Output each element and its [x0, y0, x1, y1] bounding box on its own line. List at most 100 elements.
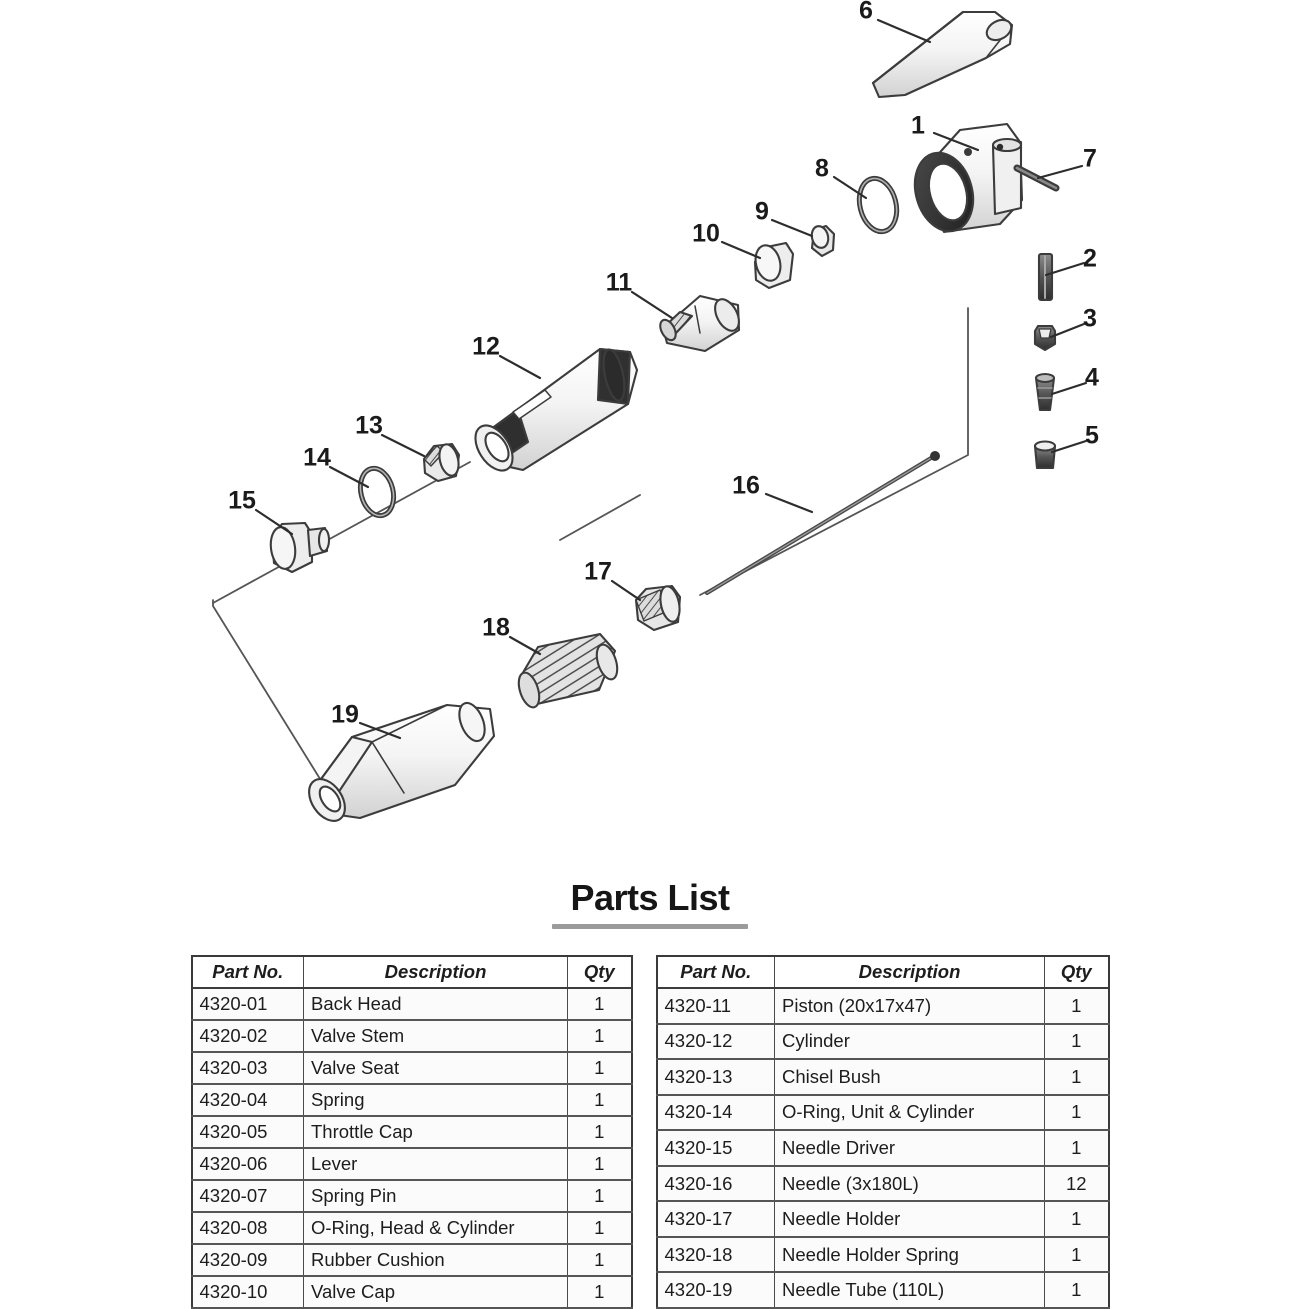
part-cylinder: [474, 347, 639, 472]
cell-description: Back Head: [303, 987, 568, 1021]
part-valve-stem: [1037, 252, 1054, 302]
callout-number-o-ring-head-cylinder: 8: [815, 155, 829, 183]
callout-number-rubber-cushion: 9: [755, 198, 769, 226]
leader-line-cylinder: [498, 354, 542, 380]
cell-description: Lever: [303, 1147, 568, 1181]
cell-qty: 1: [567, 1019, 632, 1053]
part-spring: [1034, 372, 1056, 412]
cell-description: Piston (20x17x47): [774, 987, 1045, 1025]
part-throttle-cap: [1033, 440, 1057, 470]
cell-description: Needle Tube (110L): [774, 1271, 1045, 1309]
cell-qty: 1: [567, 1083, 632, 1117]
cell-part-no: 4320-16: [656, 1165, 775, 1203]
leader-line-needle-holder: [610, 579, 642, 602]
leader-line-valve-seat: [1049, 322, 1086, 339]
part-o-ring-unit-cylinder: [357, 465, 397, 519]
col-header-description: Description: [303, 955, 568, 989]
cell-part-no: 4320-05: [191, 1115, 304, 1149]
leader-line-chisel-bush: [380, 433, 426, 458]
cell-qty: 1: [1044, 1129, 1109, 1167]
part-lever: [871, 10, 1014, 99]
part-spring-pin: [1013, 164, 1060, 192]
cell-part-no: 4320-11: [656, 987, 775, 1025]
table-header-row: Part No. Description Qty: [191, 955, 632, 989]
leader-line-back-head: [932, 131, 980, 152]
cell-qty: 12: [1044, 1165, 1109, 1203]
callout-number-spring-pin: 7: [1083, 145, 1097, 173]
cell-description: Valve Seat: [303, 1051, 568, 1085]
callout-number-cylinder: 12: [472, 333, 500, 361]
col-header-qty: Qty: [567, 955, 632, 989]
cell-description: Chisel Bush: [774, 1058, 1045, 1096]
col-header-description: Description: [774, 955, 1045, 989]
cell-description: Needle Driver: [774, 1129, 1045, 1167]
part-piston: [659, 294, 741, 353]
callout-number-needle: 16: [732, 472, 760, 500]
callout-number-piston: 11: [606, 269, 633, 297]
cell-part-no: 4320-14: [656, 1094, 775, 1132]
cell-qty: 1: [1044, 987, 1109, 1025]
part-o-ring-head-cylinder: [856, 175, 900, 235]
leader-line-spring-pin: [1036, 164, 1084, 180]
cell-description: Needle (3x180L): [774, 1165, 1045, 1203]
callout-number-throttle-cap: 5: [1085, 422, 1099, 450]
part-needle-holder-spring: [517, 632, 619, 709]
callout-number-chisel-bush: 13: [355, 412, 383, 440]
cell-part-no: 4320-04: [191, 1083, 304, 1117]
cell-description: Rubber Cushion: [303, 1243, 568, 1277]
cell-qty: 1: [1044, 1236, 1109, 1274]
leader-line-rubber-cushion: [770, 218, 814, 238]
leader-line-needle-holder-spring: [508, 635, 542, 656]
cell-part-no: 4320-17: [656, 1200, 775, 1238]
cell-description: Needle Holder: [774, 1200, 1045, 1238]
cell-part-no: 4320-09: [191, 1243, 304, 1277]
cell-qty: 1: [567, 1051, 632, 1085]
part-rubber-cushion: [810, 224, 836, 258]
cell-part-no: 4320-01: [191, 987, 304, 1021]
cell-description: Cylinder: [774, 1023, 1045, 1061]
cell-part-no: 4320-12: [656, 1023, 775, 1061]
part-valve-cap: [753, 241, 795, 290]
leader-line-throttle-cap: [1050, 439, 1088, 454]
cell-qty: 1: [567, 1243, 632, 1277]
assembly-axis-lines: [212, 307, 969, 796]
part-needle-driver: [269, 521, 331, 574]
cell-qty: 1: [1044, 1271, 1109, 1309]
cell-description: O-Ring, Head & Cylinder: [303, 1211, 568, 1245]
cell-qty: 1: [567, 987, 632, 1021]
leader-line-valve-stem: [1044, 261, 1086, 277]
leader-line-valve-cap: [720, 240, 762, 260]
parts-list-section: Parts List: [0, 868, 1300, 929]
cell-part-no: 4320-19: [656, 1271, 775, 1309]
cell-part-no: 4320-13: [656, 1058, 775, 1096]
cell-description: Throttle Cap: [303, 1115, 568, 1149]
cell-description: Valve Stem: [303, 1019, 568, 1053]
cell-description: Spring: [303, 1083, 568, 1117]
leader-line-needle-driver: [254, 508, 294, 536]
callout-number-needle-holder-spring: 18: [482, 614, 510, 642]
cell-part-no: 4320-08: [191, 1211, 304, 1245]
title-underline: [552, 923, 748, 929]
cell-qty: 1: [1044, 1058, 1109, 1096]
leader-lines: [254, 18, 1088, 740]
cell-qty: 1: [1044, 1094, 1109, 1132]
callout-number-needle-holder: 17: [584, 558, 612, 586]
cell-qty: 1: [567, 1211, 632, 1245]
callout-number-needle-driver: 15: [228, 487, 256, 515]
leader-line-o-ring-unit-cylinder: [328, 465, 370, 489]
callout-number-o-ring-unit-cylinder: 14: [303, 444, 331, 472]
part-needle-tube: [308, 701, 496, 822]
cell-qty: 1: [567, 1147, 632, 1181]
